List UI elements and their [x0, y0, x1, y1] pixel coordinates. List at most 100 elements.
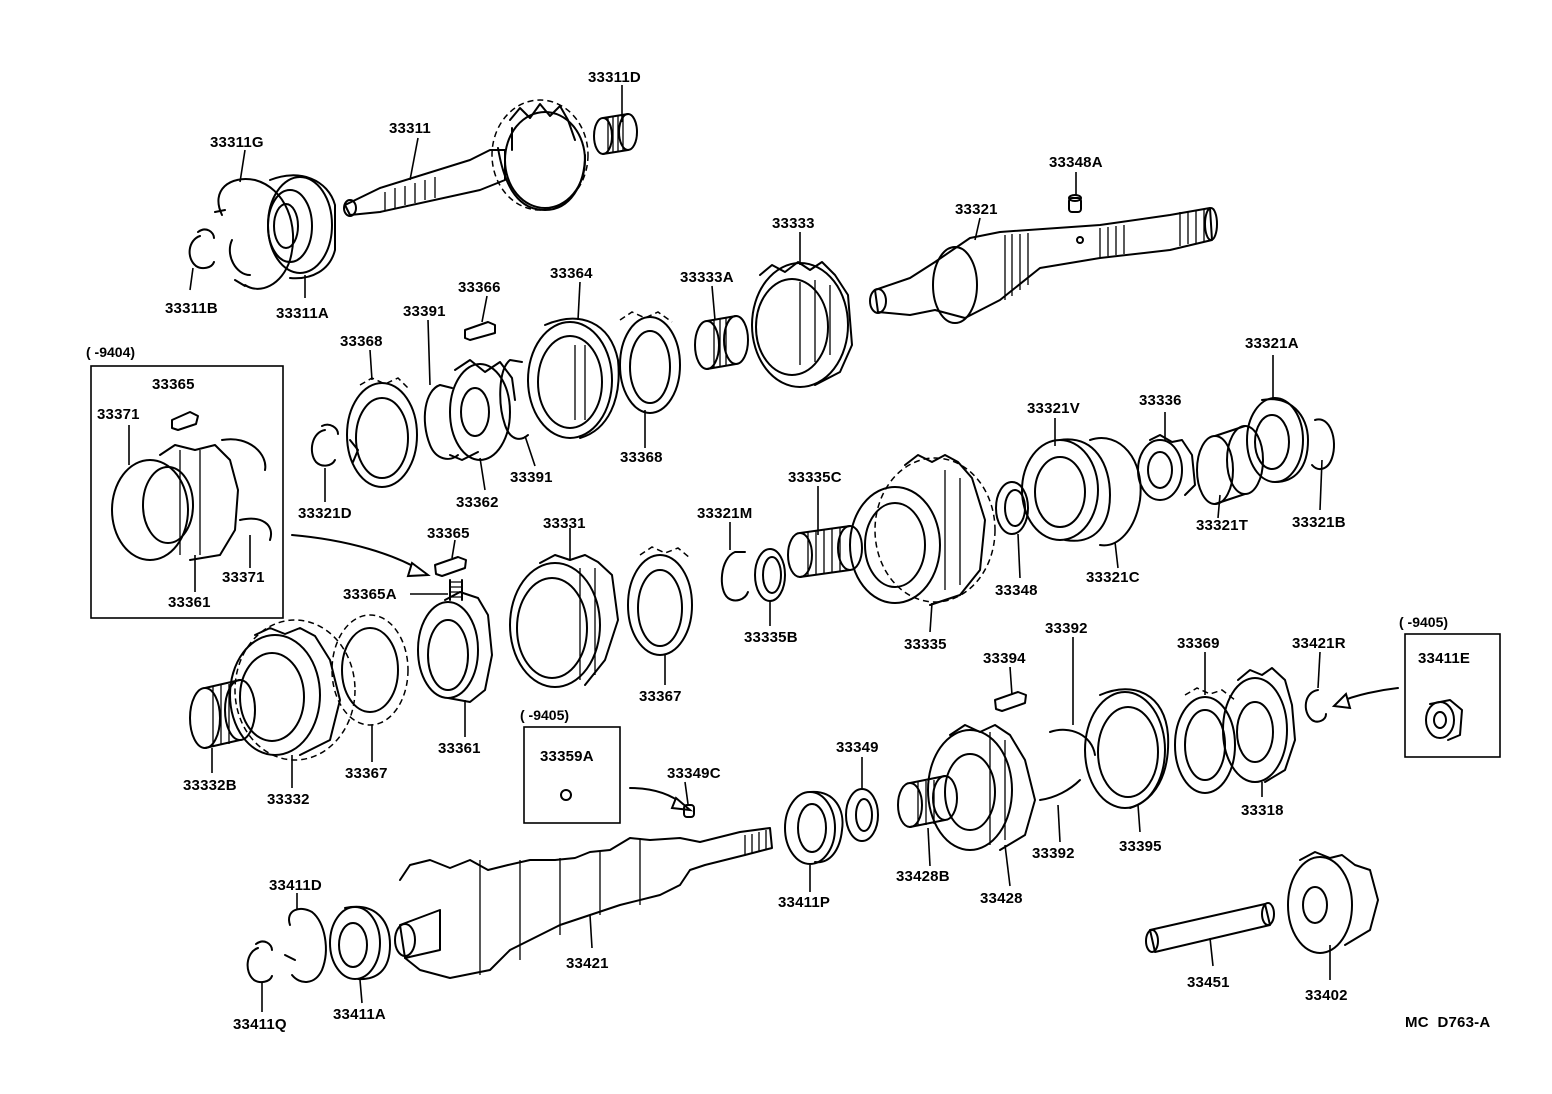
bearing-33321V[interactable]: [1021, 438, 1111, 542]
hub-33362[interactable]: [449, 359, 516, 461]
c-ring-33321M[interactable]: [720, 551, 749, 602]
label-33311D: 33311D: [588, 69, 641, 86]
key-spring-33371-upper[interactable]: [221, 438, 267, 471]
needle-bearing-33428B[interactable]: [897, 775, 958, 828]
ring-33335B[interactable]: [754, 548, 786, 602]
snap-ring-33311G[interactable]: [217, 178, 295, 290]
diagram-code: MC D763-A: [1405, 1014, 1490, 1031]
snap-ring-33321C[interactable]: [1089, 437, 1142, 547]
label-33421: 33421: [566, 955, 609, 972]
label-33348A: 33348A: [1049, 154, 1103, 171]
label-33428B: 33428B: [896, 868, 950, 885]
inset-range-9405-b: ( -9405): [1399, 614, 1448, 630]
input-shaft-33311[interactable]: [343, 99, 589, 217]
label-33365A: 33365A: [343, 586, 397, 603]
sleeve-33364[interactable]: [527, 317, 620, 439]
pin-33348A[interactable]: [1068, 194, 1082, 213]
label-33311B: 33311B: [165, 300, 218, 317]
idler-shaft-33451[interactable]: [1145, 902, 1275, 953]
sync-ring-33367-right[interactable]: [627, 546, 693, 656]
hub-33361[interactable]: [417, 591, 493, 703]
pin-33359A[interactable]: [560, 789, 572, 801]
label-33371-left: 33371: [97, 406, 140, 423]
key-spring-33391-left[interactable]: [423, 384, 459, 460]
gear-33336[interactable]: [1137, 434, 1196, 501]
label-33395: 33395: [1119, 838, 1162, 855]
arrow-to-33365: [291, 534, 421, 571]
bearing-33411A[interactable]: [329, 905, 391, 981]
sleeve-33395[interactable]: [1084, 688, 1170, 809]
shifting-key-33366[interactable]: [464, 321, 496, 341]
bearing-33321A[interactable]: [1246, 397, 1309, 483]
label-33321A: 33321A: [1245, 335, 1299, 352]
label-33411P: 33411P: [778, 894, 830, 911]
synchro-group-lower: [189, 546, 693, 761]
label-33402: 33402: [1305, 987, 1348, 1004]
c-ring-33321B[interactable]: [1311, 418, 1335, 471]
label-33311G: 33311G: [210, 134, 264, 151]
key-spring-33392-lower[interactable]: [1039, 779, 1081, 801]
shifting-key-33394[interactable]: [994, 691, 1027, 712]
inset-range-9404: ( -9404): [86, 344, 135, 360]
label-33321C: 33321C: [1086, 569, 1140, 586]
sync-ring-33368-left[interactable]: [346, 377, 418, 488]
output-shaft-33321[interactable]: [869, 207, 1218, 324]
gear-33333[interactable]: [751, 261, 853, 388]
c-ring-33421R[interactable]: [1304, 689, 1327, 723]
inset-box-33411E: ( -9405): [1399, 614, 1501, 758]
key-spring-33371-lower[interactable]: [239, 517, 273, 541]
shifting-key-33365-inset[interactable]: [171, 411, 199, 431]
label-33318: 33318: [1241, 802, 1284, 819]
input-shaft-group: [188, 99, 1218, 324]
c-ring-33311B[interactable]: [188, 228, 215, 270]
gear-33335[interactable]: [849, 454, 996, 606]
label-33368-left: 33368: [340, 333, 383, 350]
c-ring-33411Q[interactable]: [246, 940, 273, 984]
needle-bearing-33333A[interactable]: [694, 315, 749, 370]
needle-bearing-33311D[interactable]: [593, 113, 638, 155]
ring-33349[interactable]: [845, 788, 879, 842]
bearing-33311A[interactable]: [267, 174, 336, 280]
sync-ring-33368-right[interactable]: [619, 311, 681, 414]
c-ring-33321D[interactable]: [310, 423, 339, 467]
label-33321: 33321: [955, 201, 998, 218]
spacer-ring-33348[interactable]: [995, 481, 1029, 535]
label-33349C: 33349C: [667, 765, 721, 782]
snap-ring-33411D[interactable]: [284, 907, 327, 983]
gear-33332[interactable]: [229, 619, 356, 761]
reverse-group: [784, 667, 1296, 865]
idler-gear-33402[interactable]: [1287, 851, 1379, 954]
sync-ring-33367-left[interactable]: [331, 614, 409, 726]
label-33364: 33364: [550, 265, 593, 282]
counter-group: [720, 397, 1335, 606]
key-spring-33391-right[interactable]: [499, 359, 529, 440]
label-33411D: 33411D: [269, 877, 322, 894]
gear-33318[interactable]: [1222, 667, 1296, 783]
shifting-key-33365[interactable]: [434, 556, 467, 577]
sync-ring-33369[interactable]: [1174, 687, 1236, 794]
bearing-33411P[interactable]: [784, 790, 844, 865]
needle-bearing-33332B[interactable]: [189, 679, 256, 749]
hub-33361-inset[interactable]: [111, 444, 239, 561]
countershaft-33421[interactable]: [394, 827, 773, 979]
leader-lines: [128, 85, 1331, 1012]
sleeve-33331[interactable]: [509, 554, 619, 688]
pin-33349C[interactable]: [683, 804, 695, 818]
inset-box-9404: ( -9404): [86, 344, 284, 619]
label-33311: 33311: [389, 120, 431, 137]
label-33361-inset: 33361: [168, 594, 211, 611]
nut-33411E[interactable]: [1425, 699, 1463, 741]
needle-bearing-33335C[interactable]: [787, 525, 863, 578]
label-33411Q: 33411Q: [233, 1016, 287, 1033]
key-spring-33392-upper[interactable]: [1049, 728, 1096, 756]
label-33362: 33362: [456, 494, 499, 511]
label-33391-upper: 33391: [403, 303, 446, 320]
label-33451: 33451: [1187, 974, 1230, 991]
label-33321B: 33321B: [1292, 514, 1346, 531]
part-labels: 33311D 33311 33311G 33311B 33311A 33348A…: [97, 69, 1490, 1033]
label-33411A: 33411A: [333, 1006, 386, 1023]
label-33311A: 33311A: [276, 305, 329, 322]
label-33348: 33348: [995, 582, 1038, 599]
gear-33428[interactable]: [927, 724, 1036, 851]
label-33411E: 33411E: [1418, 650, 1470, 667]
